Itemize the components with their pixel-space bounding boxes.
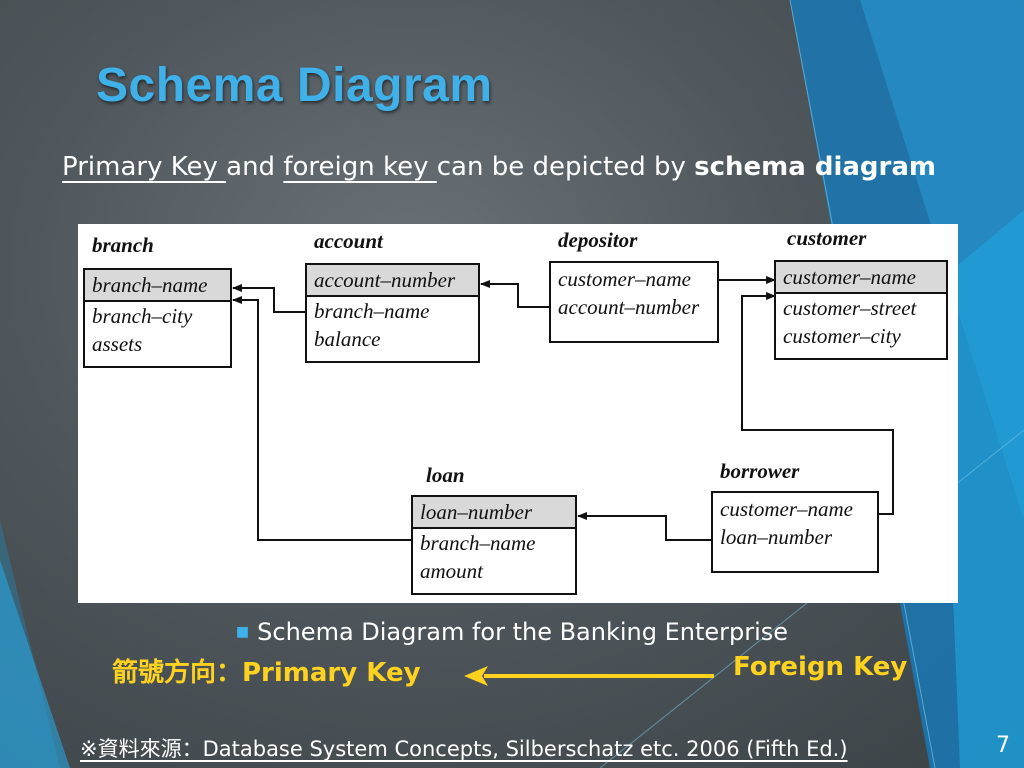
primary-key-attribute: branch–name <box>92 273 207 297</box>
connector-borrower-to-customer <box>741 292 894 515</box>
primary-key-row <box>411 495 577 529</box>
page-number: 7 <box>996 733 1010 758</box>
primary-key-row <box>305 263 480 297</box>
connector-borrower-to-loan <box>577 512 712 541</box>
schema-diagram-svg: branch branch–name branch–city assets accoun… <box>83 226 948 595</box>
table-name-branch: branch <box>92 233 154 257</box>
primary-key-row <box>774 260 948 294</box>
connector-account-to-branch <box>232 284 306 313</box>
primary-key-row <box>83 268 232 302</box>
attribute: branch–name <box>420 531 535 555</box>
table-name-account: account <box>314 229 384 253</box>
attribute: customer–city <box>783 324 901 348</box>
connector-depositor-to-account <box>480 280 550 308</box>
source-citation[interactable]: ※資料來源：Database System Concepts, Silbersc… <box>80 737 848 761</box>
table-customer: customer customer–name customer–street cust… <box>774 226 948 360</box>
table-loan: loan loan–number branch–name amount <box>411 463 577 595</box>
table-account: account account–number branch–name balance <box>305 229 480 363</box>
attribute: loan–number <box>720 525 833 549</box>
slide-title: Schema Diagram <box>96 59 493 112</box>
foreign-key-term: foreign key <box>283 152 437 182</box>
subtitle-and: and <box>226 152 284 182</box>
table-name-customer: customer <box>787 226 867 250</box>
table-branch: branch branch–name branch–city assets <box>83 233 232 368</box>
legend-primary-key: 箭號方向：Primary Key <box>112 658 421 688</box>
primary-key-attribute: loan–number <box>420 500 533 524</box>
table-name-loan: loan <box>426 463 465 487</box>
connector-loan-to-branch <box>232 296 412 541</box>
table-box <box>549 261 719 343</box>
table-box <box>711 491 879 573</box>
caption-text: Schema Diagram for the Banking Enterpris… <box>257 618 789 646</box>
schema-diagram: branch branch–name branch–city assets accoun… <box>78 224 958 603</box>
attribute: account–number <box>558 295 700 319</box>
bullet-square-icon: ■ <box>235 624 250 640</box>
attribute: balance <box>314 327 380 351</box>
primary-key-term: Primary Key <box>62 152 227 182</box>
attribute: assets <box>92 332 142 356</box>
foreign-key-connectors <box>232 276 894 541</box>
legend-arrow-icon <box>464 666 714 686</box>
tables-layer: branch branch–name branch–city assets accoun… <box>83 226 948 595</box>
primary-key-attribute: customer–name <box>783 265 916 289</box>
legend-foreign-key: Foreign Key <box>733 652 908 682</box>
table-depositor: depositor customer–name account–number <box>549 228 719 343</box>
slide-subtitle: Primary Key and foreign key can be depic… <box>62 152 936 182</box>
subtitle-middle: can be depicted by <box>436 152 695 182</box>
table-name-borrower: borrower <box>720 459 800 483</box>
table-name-depositor: depositor <box>558 228 638 252</box>
primary-key-attribute: account–number <box>314 268 456 292</box>
attribute: customer–street <box>783 296 918 320</box>
attribute: branch–name <box>314 299 429 323</box>
attribute: amount <box>420 559 484 583</box>
attribute: customer–name <box>558 267 691 291</box>
attribute: branch–city <box>92 304 193 328</box>
table-borrower: borrower customer–name loan–number <box>711 459 879 573</box>
attribute: customer–name <box>720 497 853 521</box>
schema-diagram-term: schema diagram <box>694 152 936 182</box>
diagram-caption: ■ Schema Diagram for the Banking Enterpri… <box>0 618 1024 646</box>
